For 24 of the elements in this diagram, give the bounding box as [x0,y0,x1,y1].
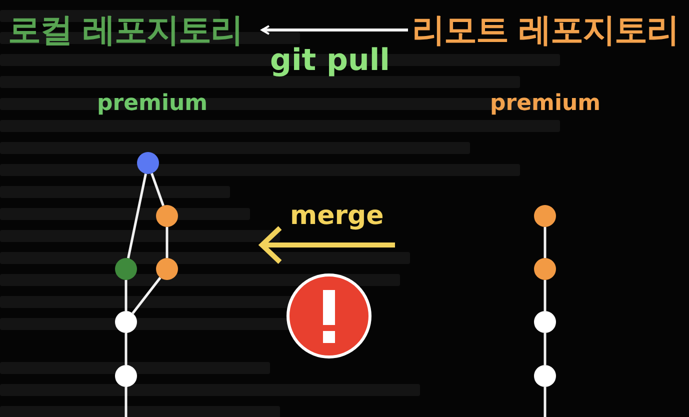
branch-line [150,172,164,206]
branch-name: premium [490,92,601,116]
edge-label: git pull [270,44,390,77]
commit-dot [534,258,556,280]
arrow [261,25,408,35]
branch-line [124,333,128,365]
repository-heading: 리모트 레포지토리 [412,10,682,50]
commit-dot [534,365,556,387]
branch-name: premium [97,92,208,116]
commit-dot [534,311,556,333]
branch-line [124,387,128,417]
branch-line [544,333,546,365]
merge-label: merge [290,202,384,231]
repository-heading: 로컬 레포지토리 [8,10,258,50]
branch-line [124,280,128,311]
branch-line [544,227,546,258]
commit-dot [115,311,137,333]
commit-dot [534,205,556,227]
branch-line [544,387,546,417]
branch-line [544,280,546,311]
commit-dot [156,205,178,227]
branch-line [127,174,147,258]
branch-line [166,227,168,258]
branch-line [132,276,162,314]
